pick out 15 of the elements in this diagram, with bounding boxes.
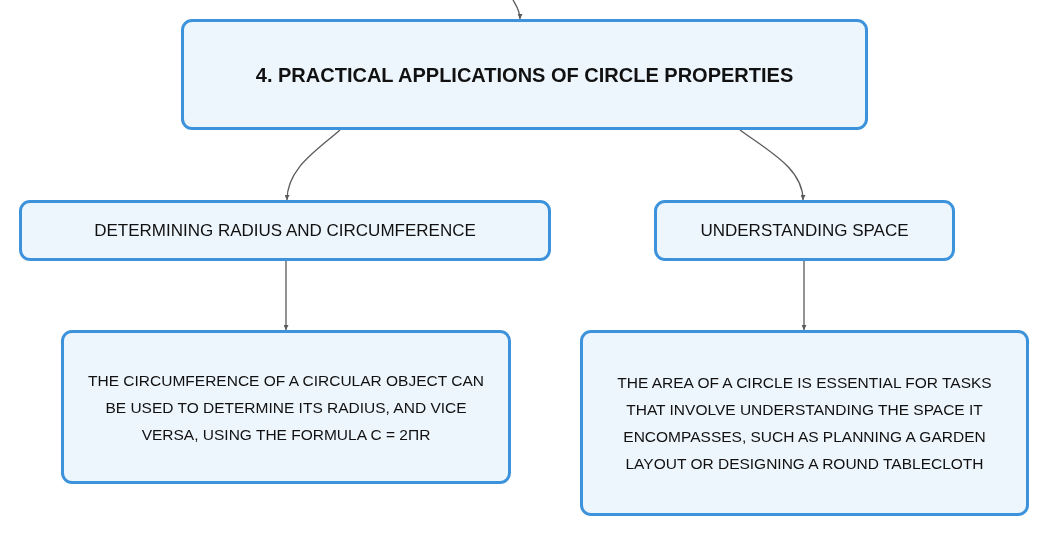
connector-arrow <box>284 129 341 201</box>
connector-arrow <box>801 260 807 331</box>
subtopic-title: UNDERSTANDING SPACE <box>700 219 909 242</box>
subtopic-box <box>19 200 551 261</box>
connector-arrow <box>739 129 806 201</box>
detail-box <box>61 330 511 484</box>
connector-arrow <box>283 260 289 331</box>
connector-arrow <box>512 0 523 20</box>
detail-text: THE CIRCUMFERENCE OF A CIRCULAR OBJECT CAN BE USED TO DETERMINE ITS RADIUS, AND VICE VERSA, USING THE FORMULA C = 2ΠR <box>87 370 485 445</box>
detail-box <box>580 330 1029 516</box>
detail-text: THE AREA OF A CIRCLE IS ESSENTIAL FOR TASKS THAT INVOLVE UNDERSTANDING THE SPACE IT ENCOMPASSES, SUCH AS PLANNING A GARDEN LAYOUT OR DESIGNING A ROUND TABLECLOTH <box>616 373 993 474</box>
topic-box <box>181 19 868 130</box>
topic-title: 4. PRACTICAL APPLICATIONS OF CIRCLE PROPERTIES <box>255 63 794 86</box>
subtopic-box <box>654 200 955 261</box>
subtopic-title: DETERMINING RADIUS AND CIRCUMFERENCE <box>94 219 476 242</box>
